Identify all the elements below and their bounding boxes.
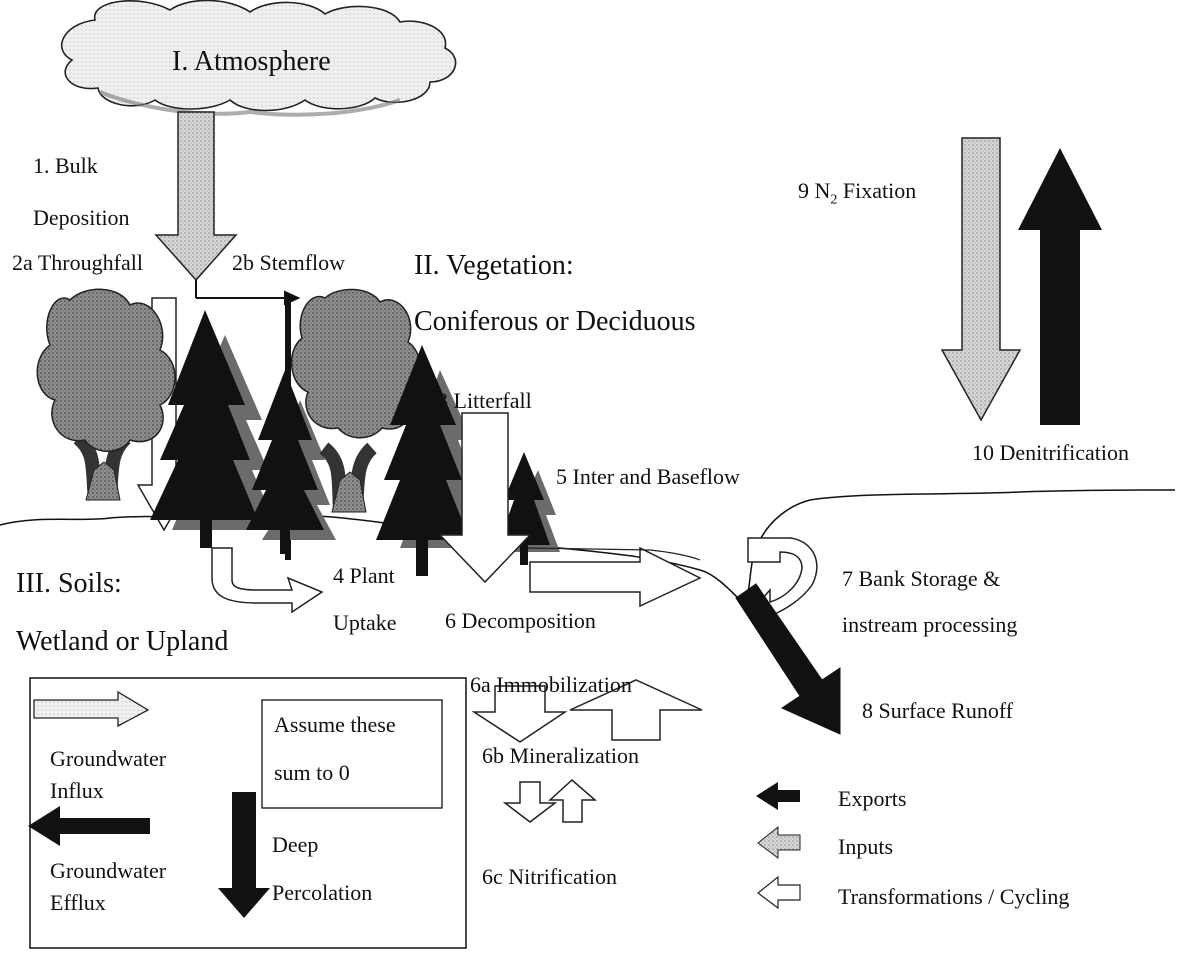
deep-percolation-label-1: Deep	[272, 832, 319, 857]
plant-uptake-arrow	[211, 547, 324, 614]
immobilization-down-arrow	[471, 685, 568, 743]
throughfall-label: 2a Throughfall	[12, 250, 143, 275]
legend-inputs-arrow	[757, 825, 801, 859]
groundwater-influx-arrow	[33, 690, 150, 728]
mineralization-up-arrow	[548, 778, 598, 823]
bulk-deposition-arrow	[154, 111, 238, 282]
bank-storage-label-2: instream processing	[842, 612, 1018, 637]
interflow-arrow	[529, 546, 702, 608]
assume-note-box	[261, 699, 443, 809]
assume-note-line-2: sum to 0	[274, 760, 350, 785]
n2-fixation-arrow	[940, 137, 1022, 422]
groundwater-influx-label-2: Influx	[50, 778, 104, 803]
legend-exports-arrow	[756, 782, 800, 810]
bulk-deposition-label-2: Deposition	[33, 205, 130, 230]
groundwater-box	[29, 677, 467, 949]
bank-storage-label-1: 7 Bank Storage &	[842, 566, 1001, 591]
groundwater-influx-label-1: Groundwater	[50, 746, 167, 771]
legend-transformations-label: Transformations / Cycling	[838, 884, 1070, 909]
groundwater-efflux-label-2: Efflux	[50, 890, 106, 915]
conifer-cluster-left	[150, 310, 336, 554]
baseflow-strip	[527, 547, 701, 561]
interflow-label: 5 Inter and Baseflow	[556, 464, 740, 489]
denitrification-label: 10 Denitrification	[972, 440, 1130, 465]
litterfall-label: 3 Litterfall	[437, 388, 532, 413]
groundwater-efflux-label-1: Groundwater	[50, 858, 167, 883]
nitrification-label: 6c Nitrification	[482, 864, 618, 889]
conifer-cluster-small	[498, 452, 560, 565]
deciduous-tree-left	[36, 288, 176, 501]
atmosphere-cloud	[61, 0, 457, 117]
vegetation-subtitle: Coniferous or Deciduous	[414, 306, 696, 337]
legend-inputs-label: Inputs	[838, 834, 893, 859]
deciduous-tree-right	[290, 288, 422, 513]
stemflow-label: 2b Stemflow	[232, 250, 346, 275]
soils-subtitle: Wetland or Upland	[16, 626, 229, 657]
bulk-deposition-label-1: 1. Bulk	[33, 153, 98, 178]
n2-fixation-label: 9 N2 Fixation	[798, 178, 917, 208]
plant-uptake-label-1: 4 Plant	[333, 563, 395, 588]
legend-transformations-arrow	[757, 875, 801, 910]
mineralization-down-arrow	[502, 781, 558, 823]
atmosphere-title: I. Atmosphere	[172, 46, 331, 77]
decomposition-label: 6 Decomposition	[445, 608, 596, 633]
denitrification-arrow	[1018, 148, 1102, 425]
mineralization-label: 6b Mineralization	[482, 743, 640, 768]
legend-exports-label: Exports	[838, 786, 907, 811]
surface-runoff-label: 8 Surface Runoff	[862, 698, 1014, 723]
plant-uptake-label-2: Uptake	[333, 610, 397, 635]
assume-note-line-1: Assume these	[274, 712, 396, 737]
soils-title: III. Soils:	[16, 568, 122, 599]
surface-runoff-arrow	[735, 583, 841, 735]
deep-percolation-arrow	[218, 792, 270, 918]
vegetation-title: II. Vegetation:	[414, 250, 574, 281]
immobilization-up-arrow	[569, 679, 703, 741]
immobilization-label: 6a Immobilization	[470, 672, 632, 697]
groundwater-efflux-arrow	[28, 806, 150, 846]
deep-percolation-label-2: Percolation	[272, 880, 373, 905]
litterfall-arrow	[438, 412, 532, 584]
